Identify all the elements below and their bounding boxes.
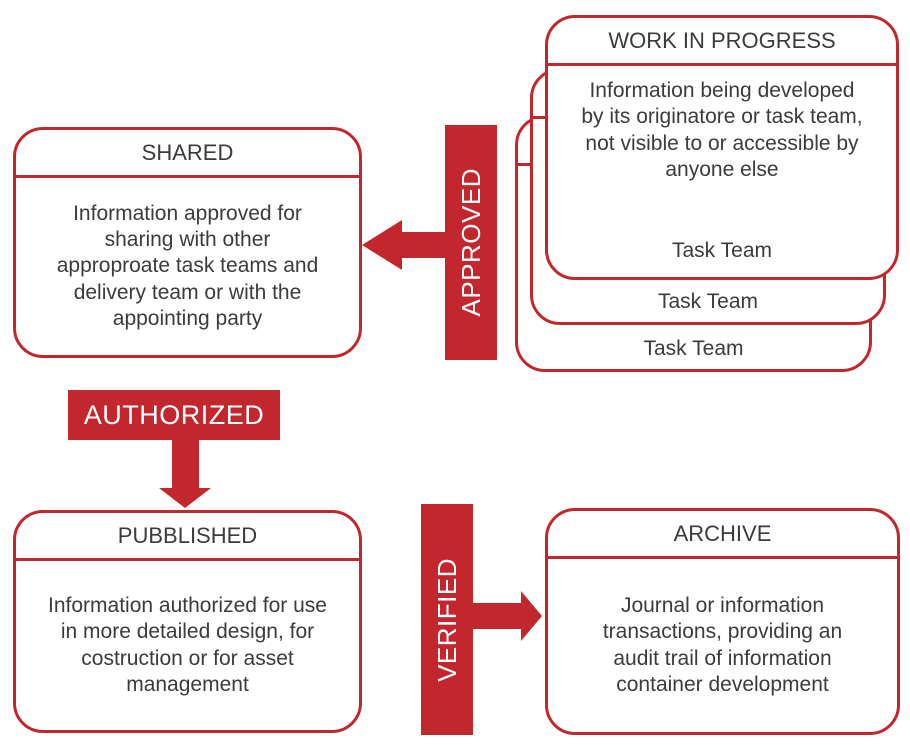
authorized-arrowhead-down-icon: [159, 488, 211, 508]
shared-card-body: Information approved for sharing with ot…: [56, 201, 319, 330]
task-team-label: Task Team: [643, 337, 744, 360]
approved-transition-label: APPROVED: [445, 125, 497, 360]
archive-card: ARCHIVE Journal or information transacti…: [545, 508, 900, 735]
authorized-label-text: AUTHORIZED: [83, 399, 265, 430]
shared-card: SHARED Information approved for sharing …: [13, 127, 362, 358]
verified-transition-label: VERIFIED: [421, 504, 473, 735]
verified-label-text: VERIFIED: [431, 557, 462, 682]
wip-card-title: WORK IN PROGRESS: [548, 18, 896, 66]
wip-card-body: Information being developed by its origi…: [581, 79, 863, 181]
task-team-label: Task Team: [658, 290, 758, 313]
task-team-label: Task Team: [672, 239, 772, 262]
shared-card-title: SHARED: [16, 130, 359, 178]
verified-arrow-stem: [470, 603, 523, 629]
authorized-arrow-stem: [172, 438, 199, 490]
pubblished-card: PUBBLISHED Information authorized for us…: [13, 510, 362, 733]
wip-card: WORK IN PROGRESS Information being devel…: [545, 15, 899, 280]
archive-card-title: ARCHIVE: [548, 511, 897, 559]
authorized-transition-label: AUTHORIZED: [68, 390, 280, 440]
approved-arrowhead-left-icon: [362, 220, 402, 270]
verified-arrowhead-right-icon: [521, 591, 542, 641]
approved-label-text: APPROVED: [455, 168, 486, 317]
approved-arrow-stem: [398, 232, 448, 258]
pubblished-card-body: Information authorized for use in more d…: [48, 594, 327, 696]
pubblished-card-title: PUBBLISHED: [16, 513, 359, 561]
archive-card-body: Journal or information transactions, pro…: [602, 594, 843, 696]
